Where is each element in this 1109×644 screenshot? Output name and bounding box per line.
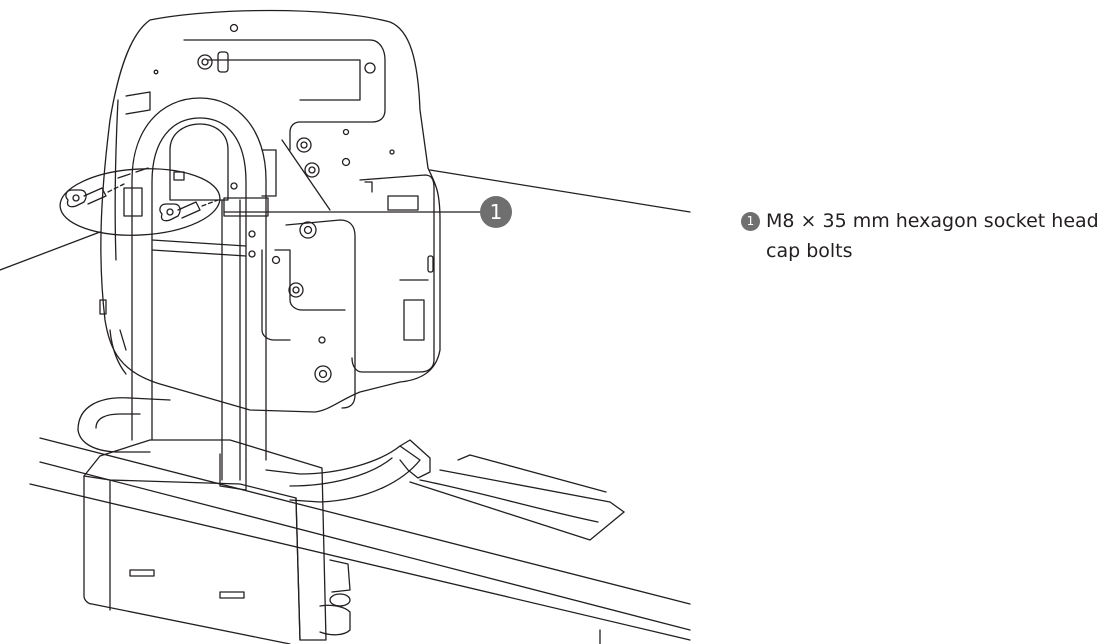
bolt-bracket — [123, 187, 143, 217]
callout-ellipse — [59, 168, 221, 236]
monitor-body — [99, 9, 441, 413]
table-outline — [0, 169, 691, 644]
callout-badge-number: 1 — [490, 200, 503, 224]
bolt-right — [159, 199, 219, 222]
bolt-left — [65, 183, 125, 208]
legend-item: 1 M8 × 35 mm hexagon socket head cap bol… — [741, 206, 1101, 266]
legend-text: M8 × 35 mm hexagon socket head cap bolts — [766, 210, 1099, 262]
stand-frame — [131, 97, 281, 481]
legend-badge: 1 — [741, 212, 760, 231]
stand-base — [77, 397, 625, 541]
callout-legend: 1 M8 × 35 mm hexagon socket head cap bol… — [741, 206, 1101, 266]
callout-badge — [480, 196, 512, 228]
desk-clamp — [83, 439, 351, 644]
